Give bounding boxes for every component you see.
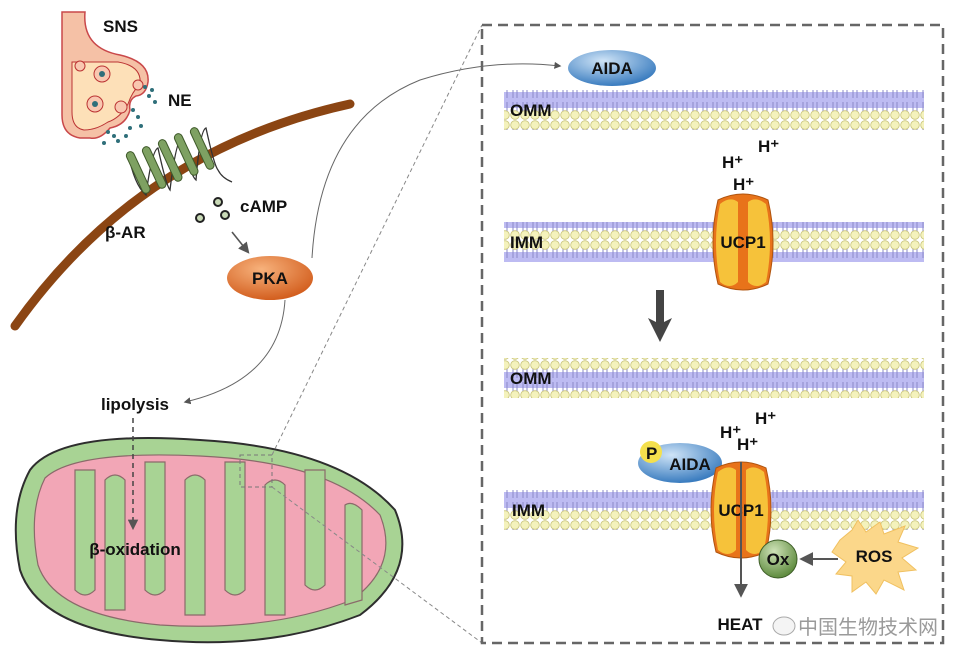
heat-label: HEAT (717, 615, 763, 634)
proton-label-bottom-2: H⁺ (755, 409, 776, 428)
watermark-text: 中国生物技术网 (798, 615, 938, 639)
phosphate-group (640, 441, 662, 463)
ne-molecules (102, 85, 157, 145)
beta-oxidation-label: β-oxidation (89, 540, 181, 559)
zoom-region-marker (239, 454, 273, 488)
ox-label: Ox (767, 550, 790, 569)
sns-label: SNS (103, 17, 138, 36)
proton-label-top-3: H⁺ (733, 175, 754, 194)
imm-label-top: IMM (510, 233, 543, 252)
ucp1-protein-top (712, 193, 774, 291)
camp-to-pka-arrow (231, 231, 250, 254)
aida-protein-top (568, 50, 656, 86)
pka-to-lipolysis-arrow (183, 299, 286, 405)
imm-label-bottom: IMM (512, 501, 545, 520)
camp-molecules (195, 197, 230, 223)
pka-node (227, 256, 313, 300)
omm-label-bottom: OMM (510, 369, 552, 388)
ucp1-label-top: UCP1 (720, 233, 765, 252)
pka-label: PKA (252, 269, 288, 288)
zoom-guide-bottom (271, 486, 483, 644)
proton-label-top-1: H⁺ (722, 153, 743, 172)
pka-to-aida-arrow (311, 61, 562, 259)
lipolysis-label: lipolysis (101, 395, 169, 414)
mitochondrion (14, 437, 404, 644)
zoomed-panel-frame (480, 23, 945, 645)
aida-label-bottom: AIDA (669, 455, 711, 474)
watermark: 中国生物技术网 (772, 615, 938, 639)
proton-label-bottom-1: H⁺ (720, 423, 741, 442)
camp-label: cAMP (240, 197, 287, 216)
state-transition-arrow (648, 290, 672, 342)
phosphate-label: P (646, 444, 657, 463)
wechat-icon (772, 616, 796, 636)
ne-label: NE (168, 91, 192, 110)
zoom-guide-top (271, 24, 483, 456)
omm-label-top: OMM (510, 101, 552, 120)
omm-membrane-bottom (504, 358, 924, 398)
beta-ar-receptor (125, 127, 233, 197)
ox-modification (758, 539, 798, 579)
aida-label-top: AIDA (591, 59, 633, 78)
ros-label: ROS (856, 547, 893, 566)
beta-ar-label: β-AR (105, 223, 146, 242)
proton-label-bottom-3: H⁺ (737, 435, 758, 454)
ros-burst (831, 519, 920, 595)
proton-label-top-2: H⁺ (758, 137, 779, 156)
omm-membrane-top (504, 90, 924, 130)
sns-nerve-terminal (61, 11, 149, 140)
